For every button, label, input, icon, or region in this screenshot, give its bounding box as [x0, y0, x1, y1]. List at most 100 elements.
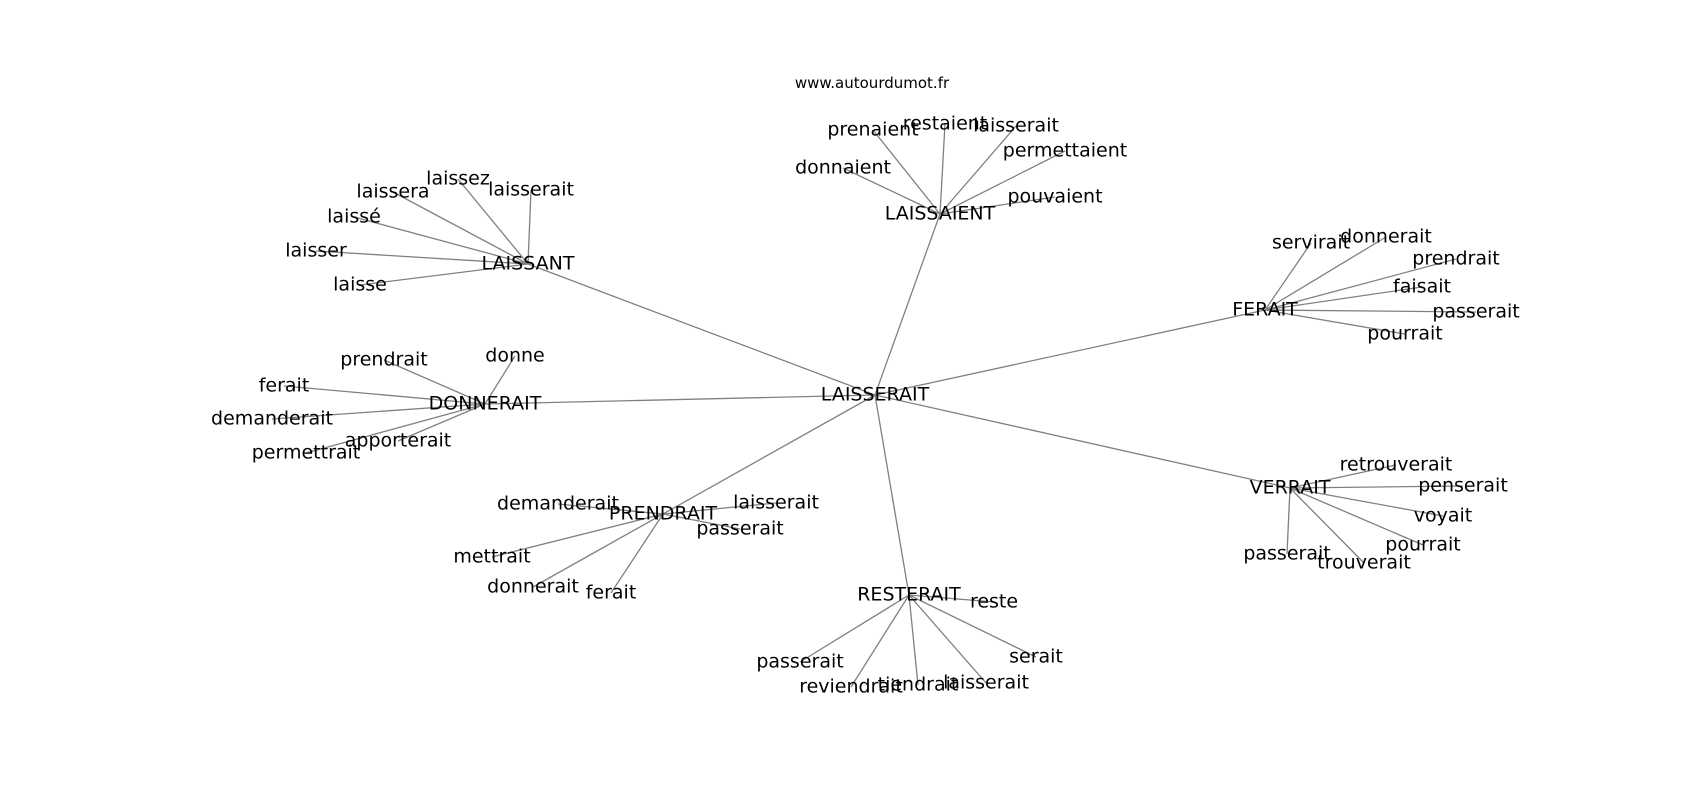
site-credit: www.autourdumot.fr [794, 74, 950, 92]
edge-hub-to-leaf [1264, 309, 1477, 313]
leaf-word[interactable]: permettrait [251, 441, 361, 464]
hub-word[interactable]: FERAIT [1232, 298, 1298, 321]
edge-hub-to-leaf [939, 196, 1056, 215]
edge-hub-to-leaf [842, 167, 941, 215]
edge-hub-to-leaf [1289, 464, 1397, 489]
edge-hub-to-leaf [908, 594, 919, 686]
edge-hub-to-leaf [271, 403, 486, 420]
leaf-word[interactable]: demanderait [211, 407, 333, 430]
leaf-word[interactable]: retrouverait [1339, 453, 1453, 476]
hub-word[interactable]: LAISSANT [481, 252, 575, 275]
edge-hub-to-leaf [908, 594, 987, 684]
hub-word[interactable]: VERRAIT [1249, 476, 1331, 499]
edge-hub-to-leaf [283, 385, 486, 405]
edge-hub-to-leaf [383, 359, 486, 405]
leaf-word[interactable]: laisserait [488, 178, 574, 201]
leaf-word[interactable]: permettaient [1002, 139, 1128, 162]
leaf-word[interactable]: donnaient [795, 156, 891, 179]
edge-hub-to-leaf [315, 250, 529, 265]
edge-center-to-hub [874, 394, 910, 596]
edge-hub-to-leaf [939, 125, 1017, 215]
edge-hub-to-leaf [1264, 309, 1406, 335]
leaf-word[interactable]: tiendrait [877, 673, 959, 696]
leaf-word[interactable]: pourrait [1385, 533, 1461, 556]
leaf-word[interactable]: faisait [1393, 275, 1451, 298]
edge-hub-to-leaf [484, 355, 516, 405]
edge-hub-to-leaf [527, 189, 532, 265]
edge-hub-to-leaf [1289, 487, 1365, 564]
edge-hub-to-leaf [1264, 258, 1457, 311]
leaf-word[interactable]: laissez [426, 167, 490, 190]
edge-hub-to-leaf [532, 513, 664, 588]
leaf-word[interactable]: ferait [585, 581, 637, 604]
edge-hub-to-leaf [1289, 487, 1424, 546]
edge-center-to-hub [874, 394, 1291, 489]
hub-word[interactable]: RESTERAIT [857, 583, 961, 606]
leaf-word[interactable]: servirait [1271, 231, 1351, 254]
edge-center-to-hub [484, 394, 876, 405]
edge-hub-to-leaf [850, 594, 910, 688]
edge-center-to-hub [874, 309, 1266, 396]
edge-center-to-hub [527, 263, 876, 396]
edge-hub-to-leaf [908, 594, 995, 603]
edge-hub-to-leaf [1264, 286, 1423, 311]
leaf-word[interactable]: prenaient [827, 118, 919, 141]
hub-word[interactable]: LAISSAIENT [884, 202, 996, 225]
edge-hub-to-leaf [872, 129, 941, 215]
leaf-word[interactable]: passerait [1243, 542, 1331, 565]
leaf-word[interactable]: laisserait [973, 114, 1059, 137]
leaf-word[interactable]: restaient [902, 112, 988, 135]
edge-hub-to-leaf [305, 403, 486, 454]
edge-hub-to-leaf [939, 150, 1066, 215]
leaf-word[interactable]: reste [969, 590, 1019, 613]
edge-hub-to-leaf [662, 513, 741, 530]
leaf-word[interactable]: laisser [285, 239, 347, 262]
edge-hub-to-leaf [392, 191, 529, 265]
edge-hub-to-leaf [799, 594, 910, 663]
edge-hub-to-leaf [491, 513, 664, 558]
edge-hub-to-leaf [1286, 487, 1291, 555]
leaf-word[interactable]: laisserait [733, 491, 819, 514]
leaf-word[interactable]: laissera [356, 180, 430, 203]
leaf-word[interactable]: laisserait [943, 671, 1029, 694]
edge-hub-to-leaf [908, 594, 1037, 658]
edge-hub-to-leaf [610, 513, 664, 594]
leaf-word[interactable]: laissé [327, 205, 381, 228]
leaf-word[interactable]: mettrait [453, 545, 531, 568]
edge-hub-to-leaf [1264, 236, 1387, 311]
edge-hub-to-leaf [662, 502, 777, 515]
hub-word[interactable]: PRENDRAIT [608, 502, 718, 525]
edge-center-to-hub [662, 394, 876, 515]
leaf-word[interactable]: trouverait [1317, 551, 1411, 574]
edge-hub-to-leaf [1264, 242, 1312, 311]
leaf-word[interactable]: serait [1009, 645, 1063, 668]
leaf-word[interactable]: pouvaient [1007, 185, 1103, 208]
leaf-word[interactable]: reviendrait [799, 675, 903, 698]
leaf-word[interactable]: donnerait [487, 575, 579, 598]
edge-hub-to-leaf [397, 403, 486, 442]
leaf-word[interactable]: prendrait [1412, 247, 1500, 270]
leaf-word[interactable]: penserait [1418, 474, 1508, 497]
leaf-word[interactable]: donnerait [1340, 225, 1432, 248]
leaf-word[interactable]: prendrait [340, 348, 428, 371]
leaf-word[interactable]: voyait [1413, 504, 1473, 527]
edge-hub-to-leaf [359, 263, 529, 286]
edge-hub-to-leaf [353, 216, 529, 265]
edge-hub-to-leaf [457, 178, 529, 265]
leaf-word[interactable]: apporterait [344, 429, 452, 452]
hub-word[interactable]: DONNERAIT [428, 392, 542, 415]
edge-center-to-hub [874, 213, 941, 396]
edge-hub-to-leaf [939, 123, 946, 215]
center-word[interactable]: LAISSERAIT [820, 383, 930, 406]
leaf-word[interactable]: ferait [258, 374, 310, 397]
leaf-word[interactable]: pourrait [1367, 322, 1443, 345]
leaf-word[interactable]: laisse [333, 273, 387, 296]
leaf-word[interactable]: passerait [1432, 300, 1520, 323]
leaf-word[interactable]: passerait [756, 650, 844, 673]
leaf-word[interactable]: demanderait [497, 492, 619, 515]
edge-hub-to-leaf [1289, 487, 1444, 517]
leaf-word[interactable]: donne [485, 344, 545, 367]
leaf-word[interactable]: passerait [696, 517, 784, 540]
